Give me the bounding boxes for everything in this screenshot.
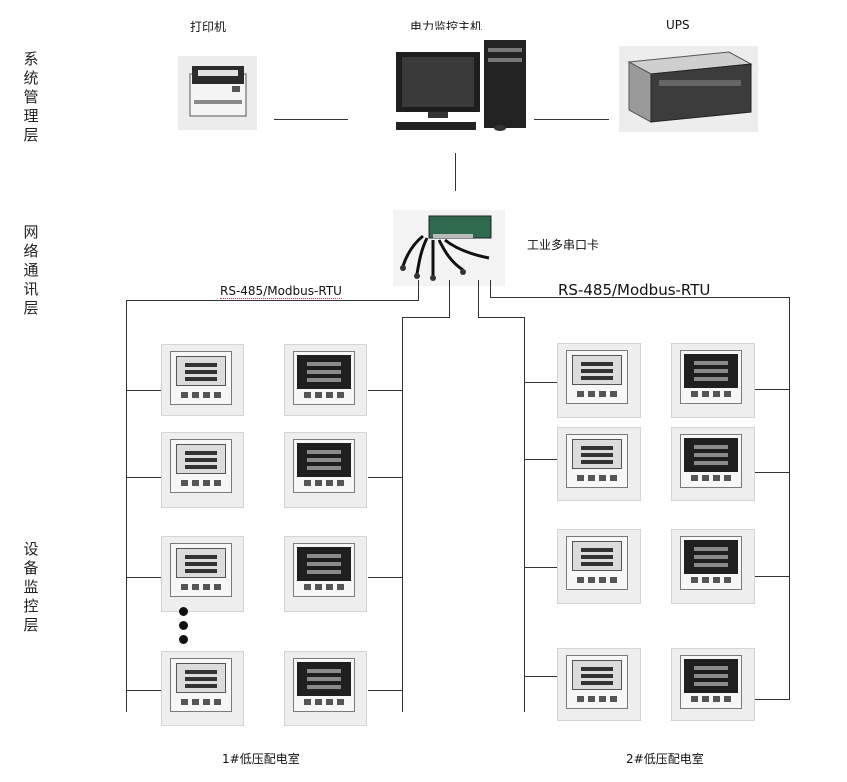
ups-label: UPS	[666, 18, 690, 32]
branch-line	[368, 690, 403, 691]
power-meter-icon	[557, 648, 641, 721]
branch-line	[524, 676, 557, 677]
branch-line	[755, 472, 789, 473]
power-meter-icon	[161, 344, 244, 416]
ellipsis-dot	[179, 607, 188, 616]
room-label-1: 1#低压配电室	[222, 752, 300, 766]
host-card-line	[455, 153, 456, 191]
bus-right-inner	[524, 317, 525, 712]
power-meter-icon	[671, 343, 755, 418]
layer-label-device: 设备监控层	[23, 540, 39, 634]
protocol-label-left: RS-485/Modbus-RTU	[220, 284, 342, 299]
protocol-label-right: RS-485/Modbus-RTU	[558, 281, 711, 299]
branch-line	[368, 390, 403, 391]
branch-line	[368, 577, 403, 578]
power-meter-icon	[161, 651, 244, 726]
printer-label: 打印机	[190, 20, 227, 34]
bus-left-top	[126, 300, 418, 301]
printer-host-line	[274, 119, 348, 120]
serial-card-icon	[393, 210, 505, 286]
power-meter-icon	[671, 648, 755, 721]
power-meter-icon	[557, 529, 641, 604]
power-meter-icon	[161, 536, 244, 612]
branch-line	[755, 389, 789, 390]
bus-left-inner	[402, 317, 403, 712]
branch-line	[524, 459, 557, 460]
serial-card-label: 工业多串口卡	[527, 238, 600, 252]
room-label-2: 2#低压配电室	[626, 752, 704, 766]
monitoring-host-icon	[388, 30, 534, 134]
printer-icon	[178, 56, 257, 130]
power-meter-icon	[557, 343, 641, 418]
ellipsis-dot	[179, 635, 188, 644]
branch-line	[755, 699, 789, 700]
power-meter-icon	[284, 651, 367, 726]
power-meter-icon	[671, 529, 755, 604]
bus-right-inner-drop	[478, 280, 479, 318]
ups-icon	[619, 46, 758, 132]
ellipsis-dot	[179, 621, 188, 630]
bus-right-outer-drop	[490, 280, 491, 298]
power-meter-icon	[284, 344, 367, 416]
bus-left-inner-drop	[449, 280, 450, 318]
branch-line	[126, 390, 161, 391]
branch-line	[126, 690, 161, 691]
branch-line	[126, 577, 161, 578]
layer-label-management: 系统管理层	[23, 50, 39, 144]
power-meter-icon	[161, 432, 244, 508]
power-meter-icon	[671, 427, 755, 501]
bus-right-outer	[789, 297, 790, 700]
power-meter-icon	[284, 536, 367, 612]
power-meter-icon	[284, 432, 367, 508]
branch-line	[524, 567, 557, 568]
bus-right-inner-top	[478, 317, 525, 318]
bus-left-drop	[418, 280, 419, 301]
bus-left-outer	[126, 300, 127, 712]
branch-line	[126, 477, 161, 478]
bus-right-outer-top	[490, 297, 789, 298]
branch-line	[368, 477, 403, 478]
branch-line	[755, 576, 789, 577]
layer-label-network: 网络通讯层	[23, 223, 39, 317]
branch-line	[524, 382, 557, 383]
host-ups-line	[534, 119, 609, 120]
bus-left-inner-top	[402, 317, 449, 318]
power-meter-icon	[557, 427, 641, 501]
